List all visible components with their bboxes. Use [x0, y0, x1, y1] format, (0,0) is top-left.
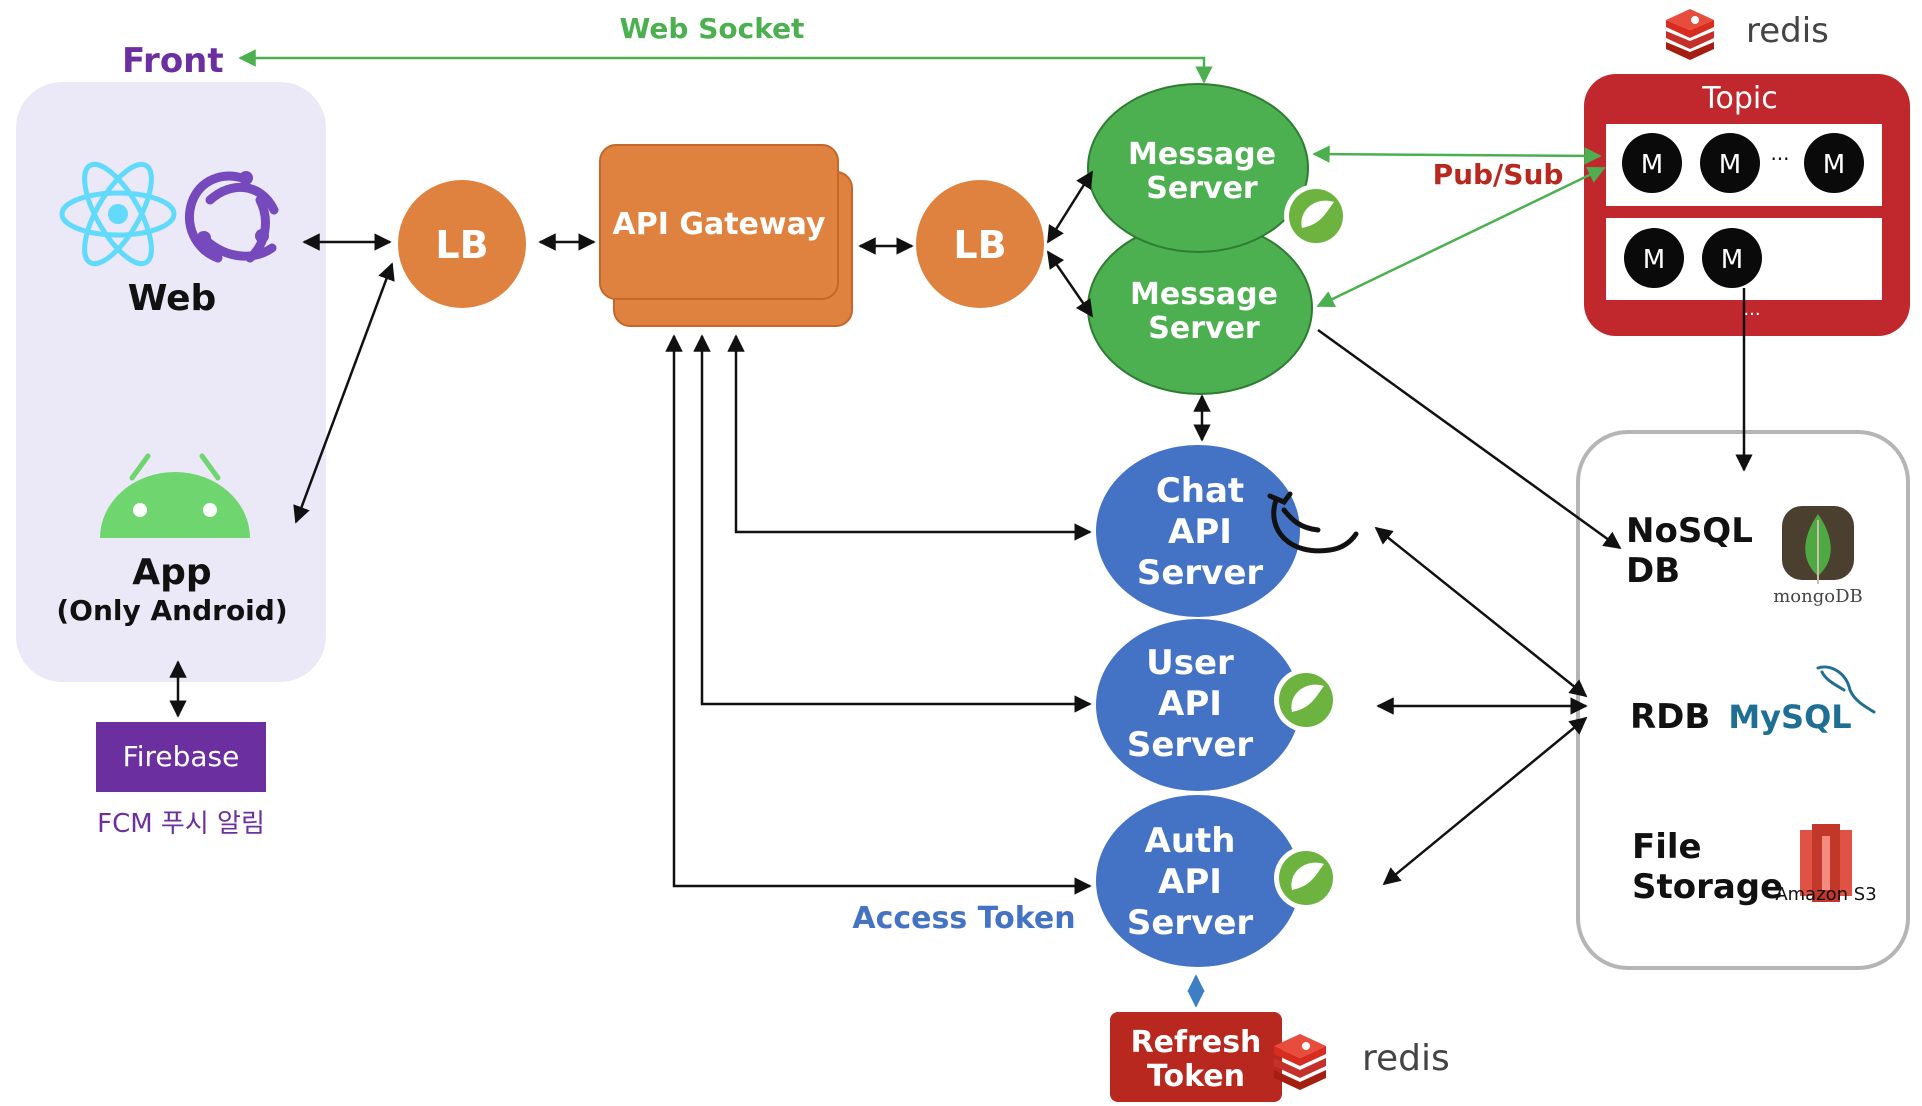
firebase-box — [96, 722, 266, 792]
topic-member — [1700, 133, 1760, 193]
rdb-label: RDB — [1630, 697, 1710, 737]
chat-storage-connector — [1374, 526, 1588, 698]
web-label: Web — [128, 278, 217, 319]
user-api-line1: User — [1146, 643, 1234, 683]
topic-member — [1624, 228, 1684, 288]
pubsub-connector-1 — [1312, 145, 1602, 165]
gateway-label: API Gateway — [613, 207, 826, 242]
refresh-token-line2: Token — [1147, 1059, 1245, 1094]
auth-api-line1: Auth — [1145, 821, 1236, 861]
topic-member — [1702, 228, 1762, 288]
app-label: App — [132, 552, 211, 593]
chat-api-line2: API — [1168, 512, 1232, 552]
auth-api-line2: API — [1158, 862, 1222, 902]
spring-icon — [1274, 846, 1338, 910]
lb-message-connector-2 — [1046, 250, 1094, 318]
message-server-2-line1: Message — [1130, 277, 1278, 312]
mongodb-text: mongoDB — [1773, 586, 1863, 607]
spring-icon — [1284, 184, 1348, 248]
chat-api-line3: Server — [1137, 553, 1264, 593]
topic-member-label: M — [1721, 245, 1743, 275]
web-socket-label: Web Socket — [620, 12, 805, 45]
topic-member — [1622, 133, 1682, 193]
nosql-label-line1: NoSQL — [1626, 511, 1753, 551]
auth-storage-connector — [1382, 716, 1588, 886]
gateway-box — [599, 144, 839, 300]
lb-label-1: LB — [435, 223, 488, 267]
message-nosql-connector — [1317, 328, 1622, 550]
s3-text: Amazon S3 — [1775, 884, 1876, 905]
android-icon — [100, 453, 250, 538]
auth-api-line3: Server — [1127, 903, 1254, 943]
topic-below-ellipsis: ··· — [1743, 304, 1760, 325]
user-api-line3: Server — [1127, 725, 1254, 765]
message-server-1-line1: Message — [1128, 137, 1276, 172]
topic-member-label: M — [1719, 150, 1741, 180]
lb-label-2: LB — [953, 223, 1006, 267]
gateway-auth-connector — [665, 334, 1092, 895]
app-lb-connector — [293, 262, 395, 524]
chat-api-server — [1096, 445, 1300, 617]
front-title: Front — [122, 41, 224, 81]
topic-member-label: M — [1823, 150, 1845, 180]
redux-icon — [185, 171, 279, 263]
access-token-label: Access Token — [852, 901, 1075, 936]
pubsub-connector-2 — [1316, 166, 1606, 308]
message-server-2-line2: Server — [1148, 311, 1260, 346]
spring-icon — [1274, 668, 1338, 732]
redis-logo-text-top: redis — [1746, 11, 1829, 51]
topic-title: Topic — [1701, 81, 1777, 116]
lb-circle-2 — [916, 180, 1044, 308]
s3-icon — [1800, 824, 1852, 902]
redis-icon — [1274, 1034, 1326, 1090]
message-server-1 — [1087, 83, 1309, 253]
topic-member-label: M — [1643, 245, 1665, 275]
gateway-chat-connector — [727, 334, 1092, 541]
file-storage-line2: Storage — [1632, 867, 1783, 907]
topic-member-label: M — [1641, 150, 1663, 180]
auth-api-server — [1096, 795, 1300, 967]
nosql-label-line2: DB — [1626, 551, 1680, 591]
firebase-label: Firebase — [123, 740, 240, 773]
user-api-server — [1096, 619, 1300, 791]
topic-row1-ellipsis: ··· — [1770, 147, 1789, 171]
refresh-token-box — [1110, 1012, 1282, 1102]
mysql-text: MySQL — [1728, 698, 1851, 736]
chat-api-line1: Chat — [1156, 471, 1244, 511]
app-sublabel: (Only Android) — [56, 594, 287, 627]
gateway-user-connector — [693, 334, 1092, 713]
refresh-token-line1: Refresh — [1131, 1025, 1262, 1060]
pubsub-label: Pub/Sub — [1433, 158, 1564, 191]
mysql-icon — [1816, 665, 1876, 714]
web-socket-connector — [238, 49, 1213, 84]
file-storage-line1: File — [1632, 827, 1702, 867]
message-server-1-line2: Server — [1146, 171, 1258, 206]
mongodb-icon — [1782, 506, 1854, 584]
fcm-label: FCM 푸시 알림 — [97, 809, 265, 839]
lb-circle-1 — [398, 180, 526, 308]
user-api-line2: API — [1158, 684, 1222, 724]
react-icon — [59, 161, 177, 267]
redis-icon — [1666, 9, 1714, 60]
redis-logo-text-bottom: redis — [1362, 1038, 1450, 1079]
topic-member — [1804, 133, 1864, 193]
flask-icon — [1267, 491, 1359, 554]
lb-message-connector-1 — [1046, 170, 1094, 244]
